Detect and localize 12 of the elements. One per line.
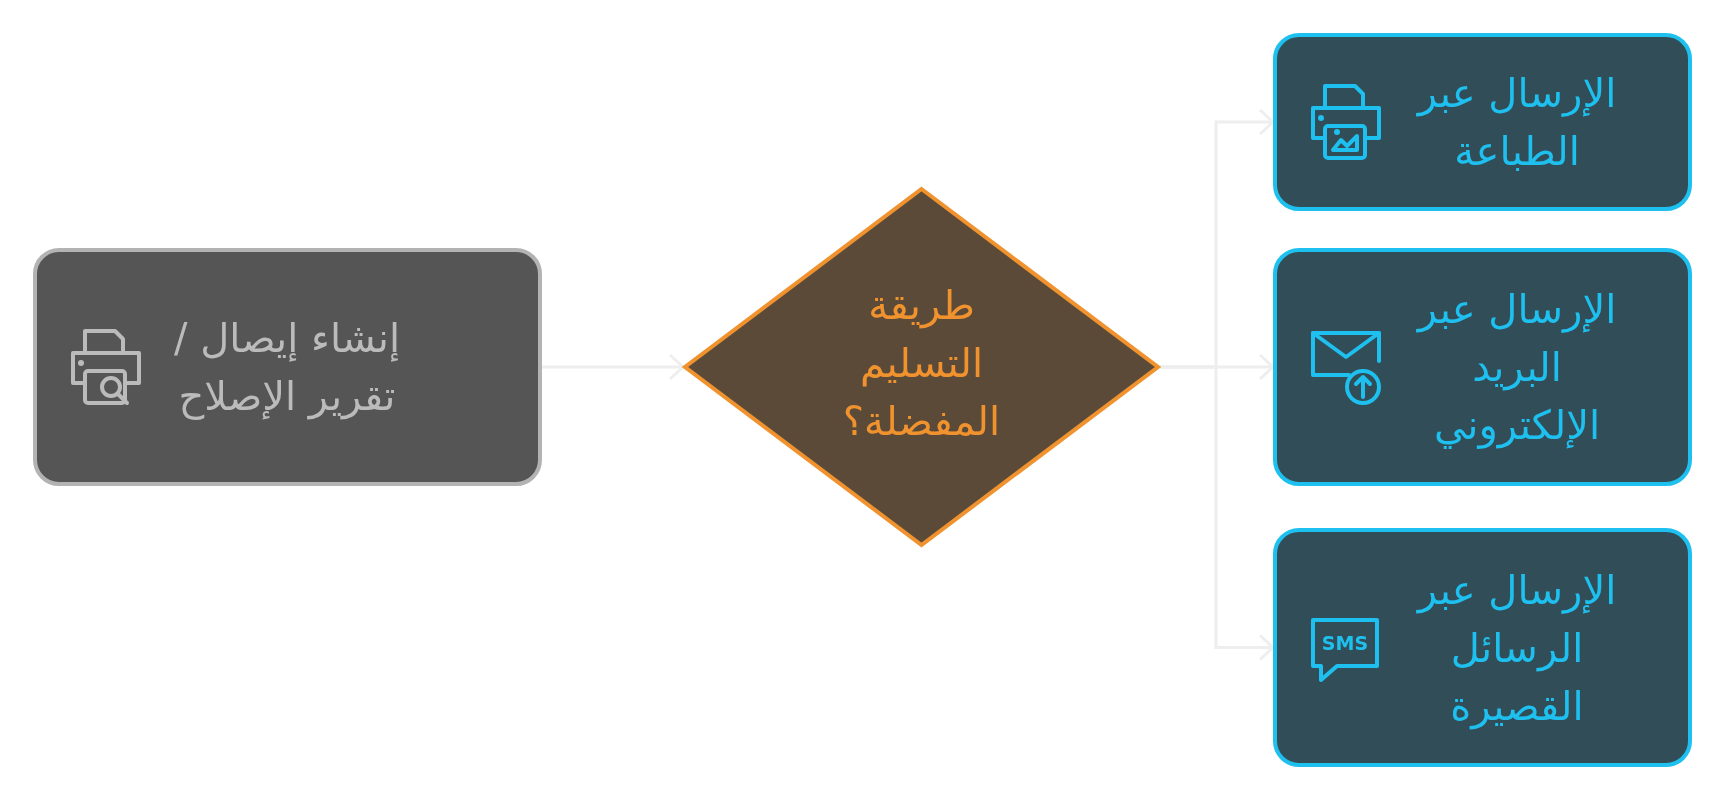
step-text: الإرسال عبر البريد الإلكتروني <box>1415 285 1618 451</box>
step-text: الإرسال عبر الطباعة <box>1415 69 1618 176</box>
arrow <box>542 353 685 381</box>
process-box <box>33 248 542 486</box>
step-text: طريقة التسليم المفضلة؟ <box>841 281 1002 446</box>
process-box <box>1273 248 1692 486</box>
step-text: إنشاء إيصال / تقرير الإصلاح <box>173 314 401 422</box>
process-box <box>1273 33 1692 211</box>
step-text: الإرسال عبر الرسائل القصيرة <box>1415 565 1618 732</box>
process-box <box>1273 528 1692 767</box>
icon-text: SMS <box>1321 631 1369 654</box>
decision-diamond <box>683 187 1160 547</box>
